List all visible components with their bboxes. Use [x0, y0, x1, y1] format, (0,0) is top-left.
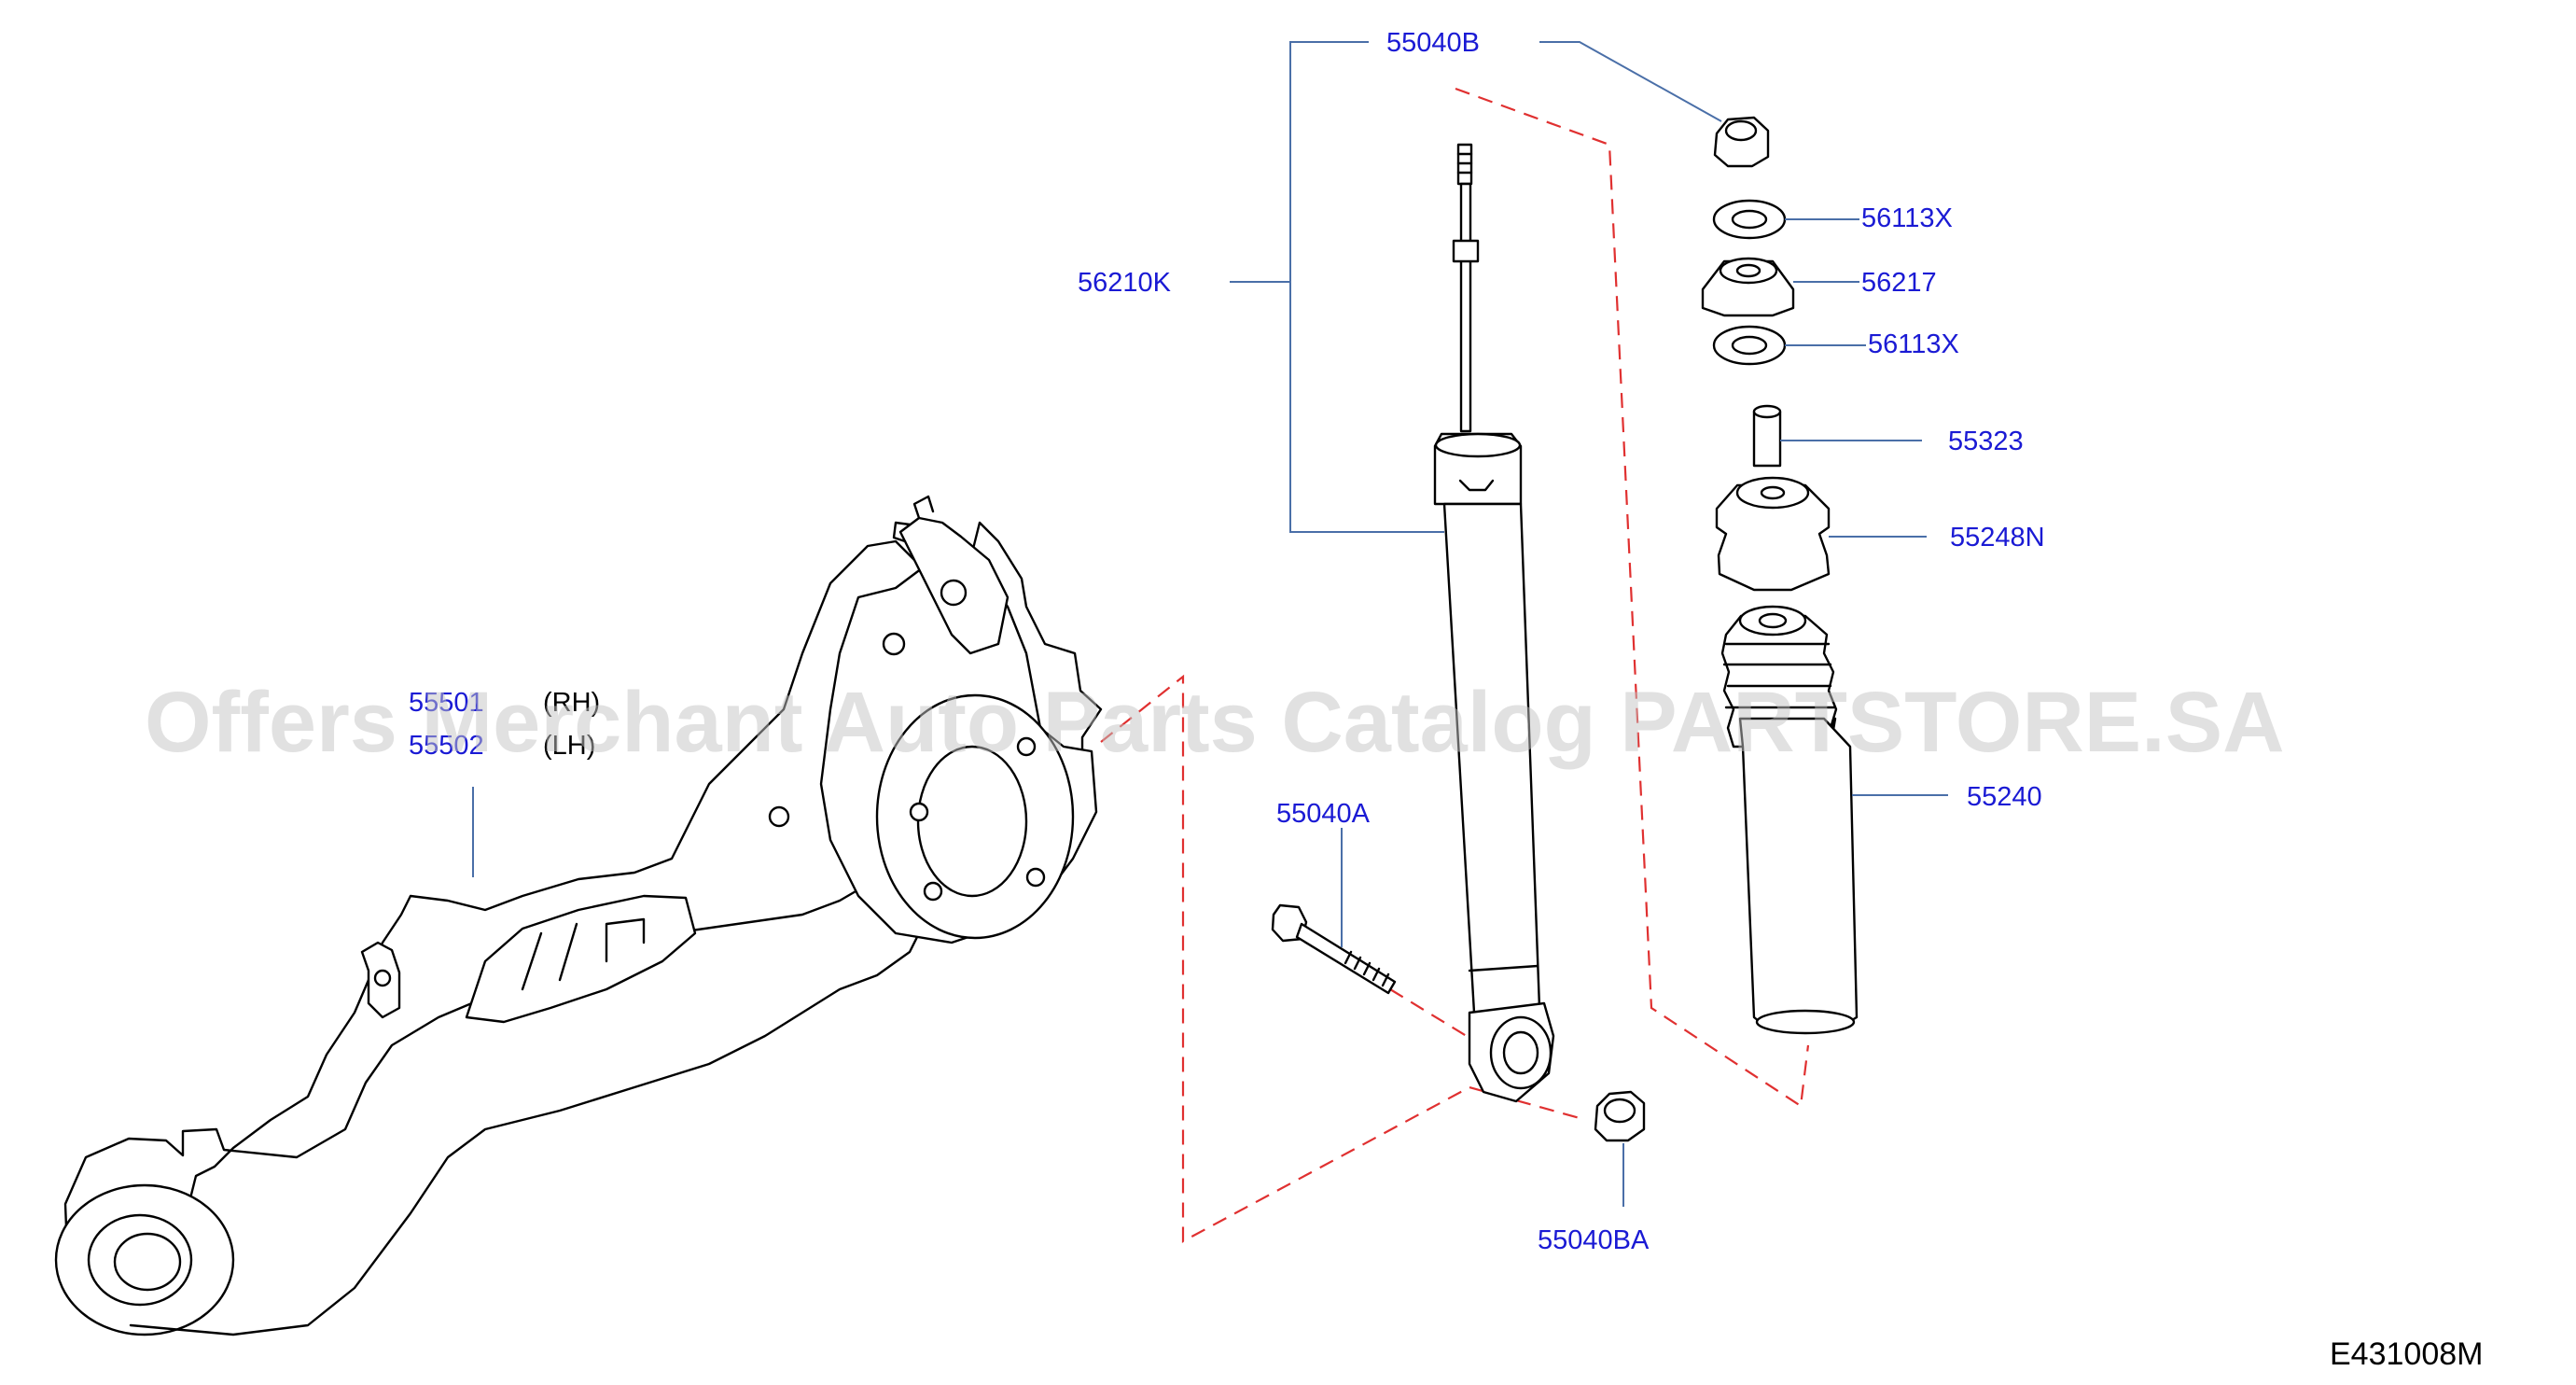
- label-56113X-bottom[interactable]: 56113X: [1868, 329, 1959, 359]
- dashed-line-lower-mount: [1100, 674, 1587, 1243]
- washer-56113X-top[interactable]: [1712, 199, 1787, 240]
- arm-lower-edge: [129, 922, 926, 1336]
- shock-absorber-56210K[interactable]: [1433, 143, 1555, 1103]
- watermark-text: Offers Merchant Auto Parts Catalog PARTS…: [145, 675, 2285, 770]
- collar-body: [1752, 410, 1782, 468]
- dashed-line-shock-top: [1455, 87, 1810, 1108]
- hub-bolt-hole-1: [909, 802, 929, 822]
- arm-bushing-core: [113, 1232, 182, 1292]
- shock-body-cap-top: [1434, 432, 1522, 458]
- knuckle-hole-upper: [882, 632, 906, 656]
- mount-cap-hole: [1760, 485, 1786, 500]
- label-55502[interactable]: 55502: [409, 731, 484, 761]
- washer-top-inner: [1731, 209, 1768, 230]
- label-55040A[interactable]: 55040A: [1276, 799, 1371, 829]
- arm-bracket-detail: [521, 917, 646, 991]
- mount-cap-55248N[interactable]: [1715, 476, 1831, 592]
- collar-top: [1752, 404, 1782, 419]
- bolt-thread: [1344, 950, 1390, 987]
- label-side-rh: (RH): [543, 688, 600, 718]
- label-55501[interactable]: 55501: [409, 688, 484, 718]
- shock-body-notch: [1458, 479, 1495, 492]
- bumper-boot-55240[interactable]: [1720, 605, 1859, 1035]
- hub-bolt-hole-2: [1016, 736, 1037, 757]
- label-side-lh: (LH): [543, 731, 595, 761]
- arm-upper-tab-hole: [373, 969, 392, 987]
- assembly-dashed-lines: [1100, 87, 1810, 1243]
- label-56217[interactable]: 56217: [1861, 268, 1937, 298]
- bumper-hole: [1758, 612, 1788, 629]
- nut-b-top: [1724, 119, 1758, 142]
- hub-bolt-hole-4: [923, 881, 943, 902]
- nut-ba-top: [1603, 1098, 1636, 1124]
- knuckle-hole-mid: [768, 805, 790, 828]
- leader-56210K: [1289, 41, 1444, 533]
- bumper-ribs: [1722, 642, 1836, 709]
- bolt-shank: [1295, 922, 1397, 995]
- collar-55323[interactable]: [1752, 404, 1782, 468]
- nut-55040B[interactable]: [1713, 116, 1770, 168]
- label-55040B[interactable]: 55040B: [1386, 28, 1480, 58]
- arm-bracket: [465, 894, 697, 1024]
- shock-body-collar: [1468, 964, 1539, 972]
- trailing-arm-knuckle[interactable]: [54, 495, 1103, 1336]
- label-56113X-top[interactable]: 56113X: [1861, 203, 1953, 233]
- washer-56113X-bottom[interactable]: [1712, 325, 1787, 366]
- shock-rod-collar: [1452, 239, 1480, 263]
- mount-cap-body: [1715, 483, 1831, 592]
- dashed-line-bolt: [1389, 988, 1470, 1039]
- boot-bottom: [1755, 1009, 1856, 1035]
- washer-bottom-inner: [1731, 335, 1768, 356]
- label-55240[interactable]: 55240: [1967, 782, 2042, 812]
- shock-mount-clip: [892, 495, 935, 543]
- shock-lower-eye-inner: [1502, 1030, 1539, 1075]
- label-55248N[interactable]: 55248N: [1950, 523, 2045, 553]
- shock-rod-thread: [1456, 152, 1473, 175]
- label-55040BA[interactable]: 55040BA: [1538, 1225, 1650, 1255]
- nut-55040BA[interactable]: [1594, 1090, 1646, 1142]
- bolt-55040A[interactable]: [1271, 903, 1397, 995]
- diagram-code: E431008M: [2330, 1336, 2483, 1372]
- shock-rod: [1459, 182, 1472, 433]
- label-55323[interactable]: 55323: [1948, 427, 2024, 456]
- label-56210K[interactable]: 56210K: [1078, 268, 1172, 298]
- bushing-hole: [1735, 263, 1761, 278]
- leader-55040B: [1539, 41, 1722, 122]
- bushing-56217[interactable]: [1701, 257, 1795, 317]
- hub-bolt-hole-3: [1025, 867, 1046, 888]
- shock-mount-ear-hole: [940, 579, 968, 607]
